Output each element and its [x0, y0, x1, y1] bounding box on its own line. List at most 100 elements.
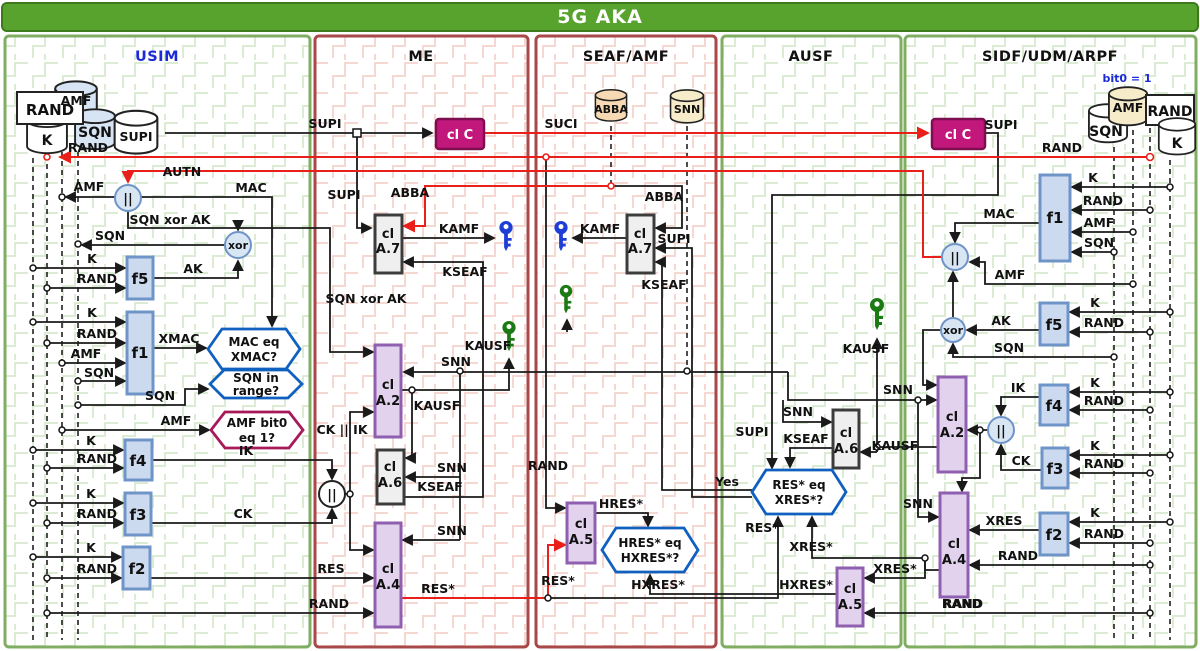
k-store-label: K [42, 133, 54, 149]
title-bar-bg [1, 2, 1199, 32]
f4-box-sidf [1038, 383, 1070, 427]
panels: USIM ME SEAF/AMF AUSF SIDF/UDM/ARPF [3, 34, 1198, 649]
decision-hres-eq-hxres [600, 526, 700, 574]
wire-label: SUPI [985, 117, 1018, 132]
header-me: ME [408, 49, 433, 65]
wire-label: HXRES* [779, 577, 833, 592]
cl-a2-me-a2: A.2 [376, 394, 400, 409]
f3-box-usim [123, 491, 153, 537]
f1-label: f1 [132, 344, 149, 362]
decision-mac-line2: XMAC? [231, 350, 277, 364]
amf-store-label-sidf: AMF [1113, 100, 1144, 115]
wire-label: RAND [77, 271, 117, 286]
wire-label: KSEAF [442, 264, 487, 279]
cl-a2-sidf-cl: cl [946, 410, 958, 425]
page-title: 5G AKA [557, 6, 643, 28]
header-ausf: AUSF [789, 49, 834, 65]
concat-circle-sidf [941, 243, 969, 271]
wire-label: SUPI [736, 424, 769, 439]
wire-label: KSEAF [783, 431, 828, 446]
concat-label-ckik-sidf: || [996, 424, 1006, 439]
wire-label: HXRES* [631, 577, 685, 592]
wire-labels: SUPI RAND AUTN AMF MAC SQN xor AK SQN AK… [68, 116, 1124, 611]
wire-label: AK [991, 313, 1012, 328]
decision-amf-line2: eq 1? [239, 431, 275, 445]
panel-usim [3, 34, 312, 649]
wire-label: K [86, 486, 97, 501]
wire-label: AMF [161, 413, 192, 428]
wire-label: SUPI [658, 231, 691, 246]
red-wires [58, 126, 1150, 599]
f5-box-usim [125, 255, 155, 301]
wire-label: KSEAF [641, 277, 686, 292]
wire-label: XMAC [159, 331, 200, 346]
wire-label: SNN [441, 354, 471, 369]
cl-a2-me-cl: cl [382, 378, 394, 393]
cl-a4-sidf-a4: A.4 [942, 553, 966, 568]
wire-label: ABBA [391, 185, 430, 200]
wire-label: RAND [68, 140, 108, 155]
concat-label-sidf: || [950, 251, 960, 266]
wire-label: RAND [309, 596, 349, 611]
wire-label: RAND [77, 451, 117, 466]
wire-label: RAND [1084, 315, 1124, 330]
cl-a5-box-ausf [835, 566, 865, 628]
cl-a6-ausf-a6: A.6 [834, 442, 858, 457]
panel-me [313, 34, 530, 649]
xor-label: xor [228, 239, 249, 252]
decision-sqn-line1: SQN in [233, 371, 279, 385]
f3-label: f3 [130, 506, 147, 524]
f2-label-sidf: f2 [1046, 526, 1063, 544]
xor-label-sidf: xor [943, 324, 964, 337]
wire-label: SNN [437, 523, 467, 538]
wire-label: K [1090, 375, 1101, 390]
wire-label: K [87, 305, 98, 320]
xor-circle-sidf [940, 317, 966, 343]
cl-c-box-sidf [930, 117, 987, 151]
wire-label: CK [1012, 453, 1032, 468]
decision-hres-line2: HXRES*? [621, 551, 680, 565]
supi-store-label: SUPI [120, 129, 153, 144]
wire-label: RAND [1083, 193, 1123, 208]
wire-label: XRES* [873, 561, 917, 576]
rand-store-label: RAND [26, 101, 74, 119]
f3-box-sidf [1040, 446, 1070, 490]
decision-mac-eq-xmac [206, 327, 302, 371]
wire-label: AMF [71, 346, 102, 361]
f3-label-sidf: f3 [1047, 460, 1064, 478]
cl-a6-me-a6: A.6 [378, 476, 402, 491]
concat-label-me: || [327, 488, 337, 503]
wire-label: KAUSF [843, 341, 890, 356]
wire-label: K [86, 433, 97, 448]
f5-label: f5 [132, 270, 149, 288]
cl-a4-sidf-cl: cl [948, 537, 960, 552]
decision-res-line2: XRES*? [775, 493, 824, 507]
wire-label: SQN xor AK [326, 291, 408, 306]
cl-a7-seaf-cl: cl [634, 227, 646, 242]
decision-sqn-line2: range? [233, 384, 279, 398]
wire-label: AMF [1084, 215, 1115, 230]
wire-label: SQN [1084, 235, 1114, 250]
cl-a2-box-sidf [936, 375, 968, 474]
cl-a7-me-a7: A.7 [376, 242, 400, 257]
f1-box-sidf [1038, 173, 1072, 263]
wire-label: RAND [943, 596, 983, 611]
wire-label: RAND [1084, 526, 1124, 541]
wire-label: CK [234, 506, 254, 521]
wire-label: K [1088, 170, 1099, 185]
f1-label-sidf: f1 [1047, 209, 1064, 227]
wire-label: KAUSF [414, 398, 461, 413]
bit0-annotation: bit0 = 1 [1102, 72, 1151, 85]
wire-label: AMF [995, 267, 1026, 282]
wire-label: RAND [77, 506, 117, 521]
cl-a4-box-sidf [938, 491, 970, 599]
wire-label: SNN [883, 382, 913, 397]
f2-label: f2 [129, 560, 146, 578]
wire-label: KAMF [439, 221, 479, 236]
concat-label: || [123, 192, 133, 207]
wire-label: AUTN [163, 164, 201, 179]
cl-a6-box-me [375, 448, 406, 506]
wire-label: RES [317, 561, 344, 576]
wire-label: K [1090, 295, 1101, 310]
